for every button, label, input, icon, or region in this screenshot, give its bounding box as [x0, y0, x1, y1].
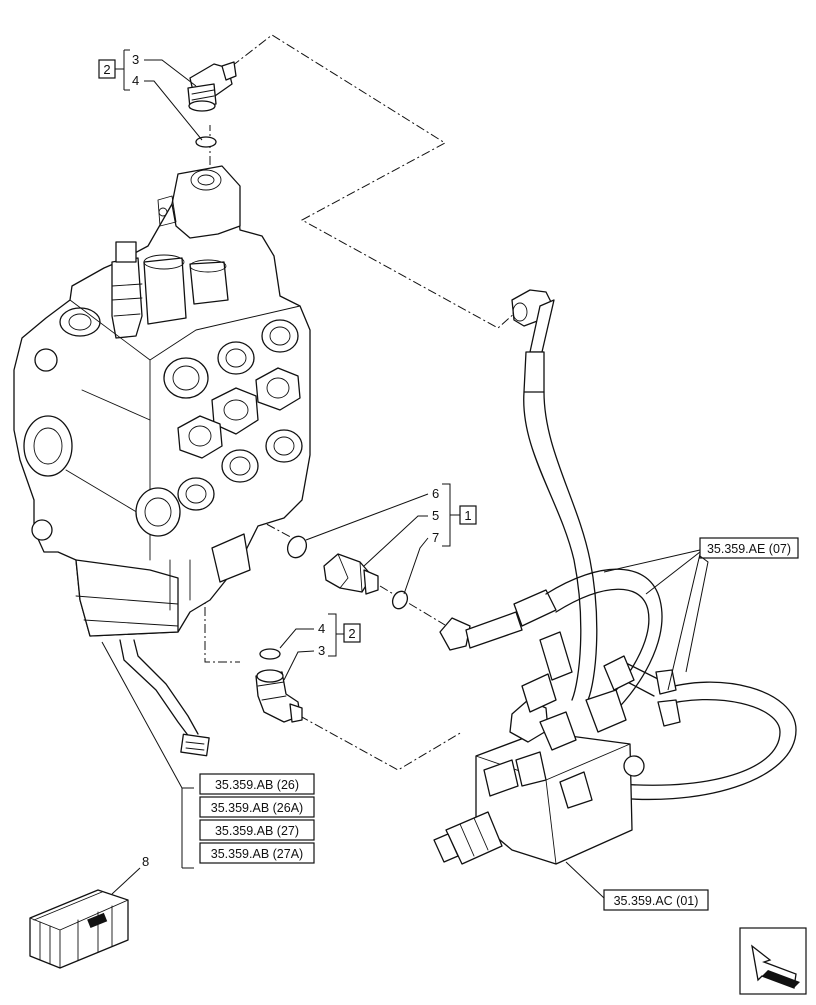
straight-adapter-fitting	[286, 535, 409, 610]
harness-ref-4: 35.359.AB (27A)	[211, 847, 303, 861]
lower-elbow-fitting	[255, 648, 303, 723]
block-reference-label: 35.359.AC (01)	[614, 894, 699, 908]
wiring-harness	[101, 639, 210, 789]
lower-group-number: 2	[348, 626, 355, 641]
harness-ref-1: 35.359.AB (26)	[215, 778, 299, 792]
top-item-b: 4	[132, 73, 139, 88]
block-reference: 35.359.AC (01)	[603, 889, 709, 911]
harness-ref-3: 35.359.AB (27)	[215, 824, 299, 838]
control-valve-body	[13, 165, 311, 637]
top-item-a: 3	[132, 52, 139, 67]
orientation-arrow-icon	[739, 927, 807, 995]
lower-item-b: 3	[318, 643, 325, 658]
middle-item-b: 5	[432, 508, 439, 523]
kit-item-number: 8	[142, 854, 149, 869]
middle-item-a: 6	[432, 486, 439, 501]
harness-ref-2: 35.359.AB (26A)	[211, 801, 303, 815]
harness-references: 35.359.AB (26) 35.359.AB (26A) 35.359.AB…	[181, 773, 315, 869]
middle-group-number: 1	[464, 508, 471, 523]
valve-block	[433, 631, 681, 899]
lower-item-a: 4	[318, 621, 325, 636]
repair-kit-crate	[29, 867, 141, 969]
hose-reference-label: 35.359.AE (07)	[707, 542, 791, 556]
top-group-number: 2	[103, 62, 110, 77]
middle-item-c: 7	[432, 530, 439, 545]
hose-reference: 35.359.AE (07)	[603, 537, 799, 691]
callout-lower-group: 2 4 3	[279, 613, 361, 681]
hose-assembly	[439, 289, 797, 801]
callout-middle-group: 1 6 5 7	[305, 483, 477, 595]
top-elbow-fitting	[187, 61, 237, 148]
callout-kit: 8	[142, 854, 149, 869]
callout-top-group: 2 3 4	[98, 49, 203, 141]
